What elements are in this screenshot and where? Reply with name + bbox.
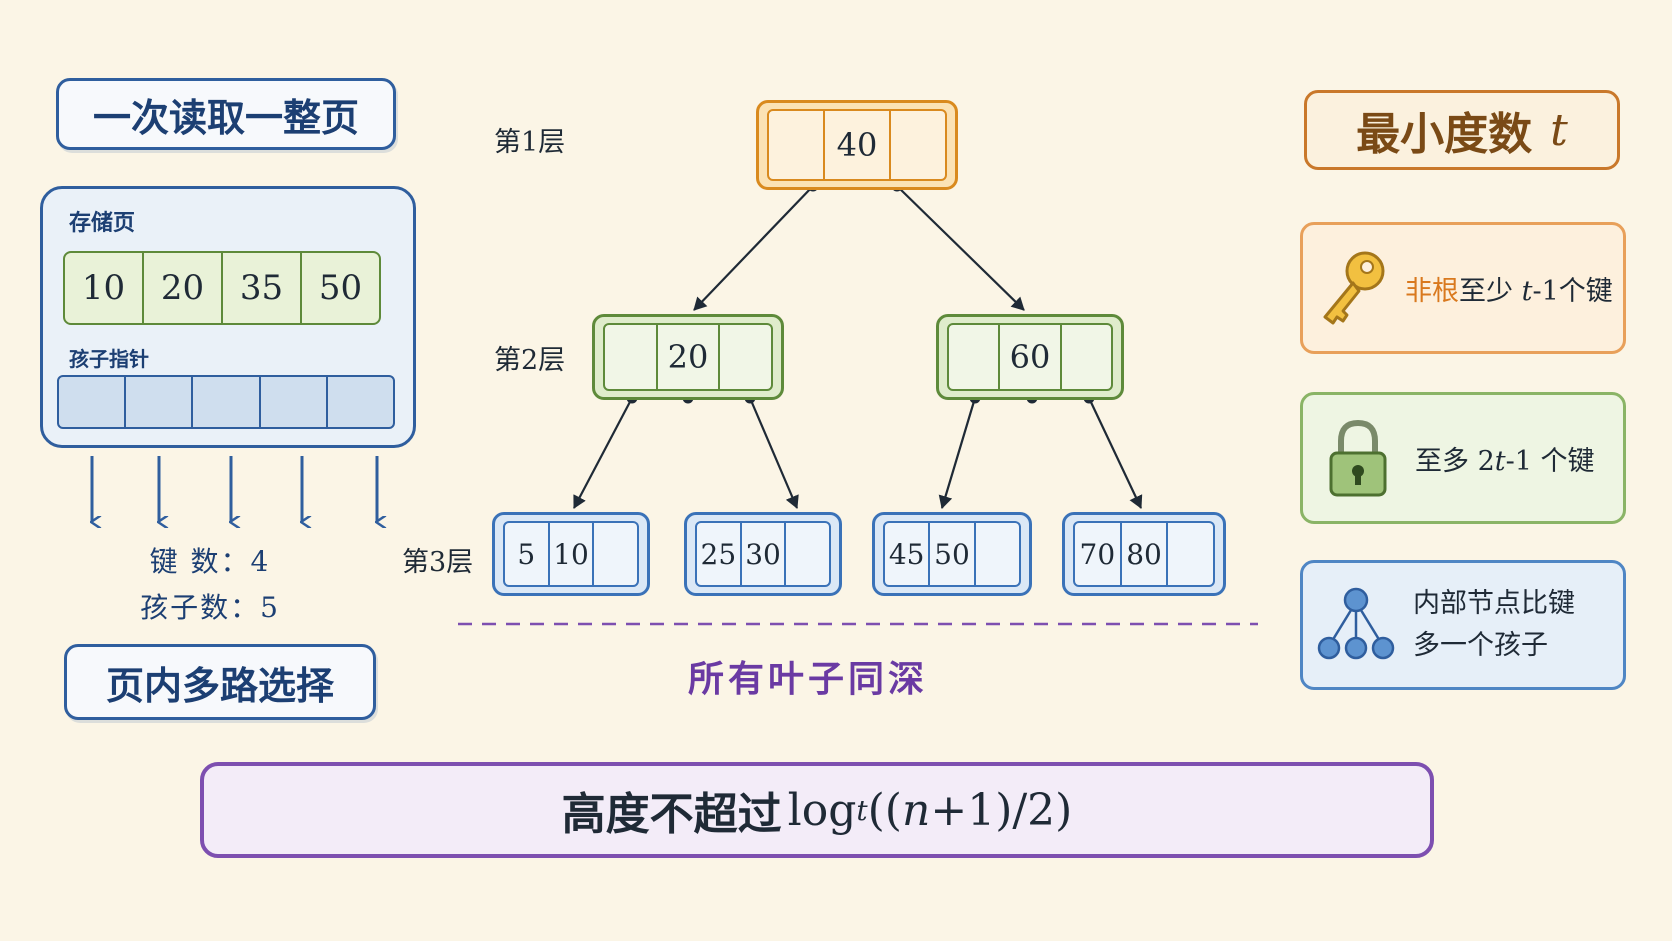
level-2-label: 第2层 [494,345,566,376]
nonroot-min-keys-text: 非根至少 t-1个键 [1405,269,1613,308]
storage-key-row: 10 20 35 50 [63,251,381,325]
child-pointer-slot [59,377,127,427]
storage-key: 35 [223,253,302,323]
leaf-depth-note: 所有叶子同深 [688,658,929,700]
max-text-a: 至多 2 [1415,445,1495,477]
key-slot: 70 [1073,521,1122,587]
leaf-node-3: 45 50 [872,512,1032,596]
internal-children-card: 内部节点比键 多一个孩子 [1300,560,1626,690]
nonroot-text-a: 至少 [1459,275,1522,307]
multiway-select-text: 页内多路选择 [105,662,334,708]
key-slot: 30 [741,521,787,587]
storage-page-label: 存储页 [69,210,136,236]
min-degree-var: t [1550,104,1568,156]
key-slot: 20 [657,323,721,391]
internal-children-line2: 多一个孩子 [1413,630,1548,661]
key-slot [947,323,1001,391]
key-slot [594,521,640,587]
level-1-label: 第1层 [494,127,566,158]
storage-key: 50 [318,268,363,308]
key-slot: 60 [1000,323,1062,391]
tree-icon [1317,587,1395,660]
key-slot: 45 [883,521,931,587]
storage-page-panel: 存储页 10 20 35 50 孩子指针 [40,186,416,448]
key-slot [603,323,658,391]
key-slot [1061,323,1113,391]
key-slot: 40 [824,109,892,181]
key-slot: 25 [695,521,742,587]
max-text-b: -1 个键 [1505,445,1595,477]
key-slot: 80 [1121,521,1169,587]
nonroot-min-keys-card: 非根至少 t-1个键 [1300,222,1626,354]
page-read-title: 一次读取一整页 [56,78,396,150]
leaf-node-1: 5 10 [492,512,650,596]
lock-icon [1329,419,1387,497]
max-var: t [1494,445,1506,477]
child-pointer-slot [193,377,261,427]
key-slot [767,109,825,181]
min-degree-title-text: 最小度数 [1356,109,1533,160]
key-slot [786,521,832,587]
leaf-node-4: 70 80 [1062,512,1226,596]
formula-prefix: 高度不超过 [561,789,782,840]
level2-node-right: 60 [936,314,1124,400]
key-slot: 50 [930,521,976,587]
child-pointer-row [57,375,395,429]
min-degree-title: 最小度数 t [1304,90,1620,170]
key-slot [720,323,773,391]
level2-node-left: 20 [592,314,784,400]
max-keys-text: 至多 2t-1 个键 [1415,439,1595,478]
internal-children-text: 内部节点比键 多一个孩子 [1413,583,1575,667]
nonroot-text-b: -1个键 [1532,275,1613,307]
key-slot: 5 [503,521,550,587]
child-pointer-slot [126,377,194,427]
pointer-arrow-group [92,456,377,522]
child-pointer-slot [328,377,393,427]
formula-log: log [787,784,857,836]
key-slot: 10 [549,521,595,587]
leaf-node-2: 25 30 [684,512,842,596]
child-pointer-label: 孩子指针 [69,347,149,371]
key-count-text: 键 数：4 [149,545,271,578]
root-node: 40 [756,100,958,190]
nonroot-var: t [1521,275,1533,307]
formula-n: n [901,784,931,836]
key-slot [891,109,947,181]
child-pointer-slot [261,377,328,427]
formula-open: (( [867,784,902,836]
multiway-select-title: 页内多路选择 [64,644,376,720]
formula-rest: +1)/2) [930,784,1073,836]
formula-sub: t [856,793,868,827]
storage-key: 20 [144,253,223,323]
key-slot [975,521,1021,587]
nonroot-highlight: 非根 [1405,275,1459,307]
key-icon [1323,251,1385,325]
level-3-label: 第3层 [402,547,474,578]
key-slot [1168,521,1216,587]
storage-key: 10 [65,253,144,323]
max-keys-card: 至多 2t-1 个键 [1300,392,1626,524]
internal-children-line1: 内部节点比键 [1413,588,1575,620]
child-count-text: 孩子数：5 [140,591,280,624]
page-read-title-text: 一次读取一整页 [92,94,359,140]
